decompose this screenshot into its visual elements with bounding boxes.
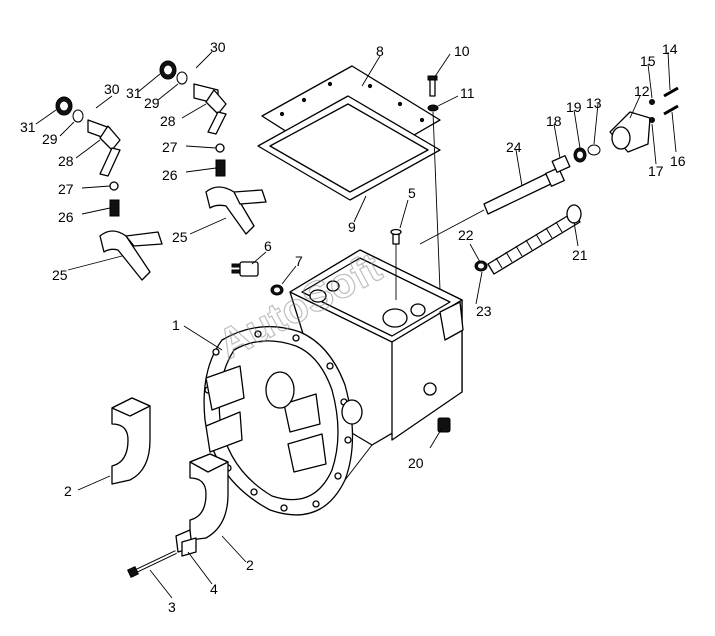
cover-washer: [427, 104, 439, 112]
callout-9: 9: [348, 219, 356, 235]
callout-31-left: 31: [20, 119, 36, 135]
callout-3: 3: [168, 599, 176, 615]
callout-14: 14: [662, 41, 678, 57]
callout-26-right: 26: [162, 167, 178, 183]
small-parts: [649, 86, 679, 123]
leader-lines: [35, 51, 677, 599]
callout-28-left: 28: [58, 153, 74, 169]
callout-7: 7: [295, 253, 303, 269]
cover-gasket: [257, 95, 441, 201]
callout-15: 15: [640, 53, 656, 69]
switch-seal: [270, 284, 284, 296]
callout-1: 1: [172, 317, 180, 333]
shift-shaft: [483, 167, 565, 215]
callout-25-right: 25: [172, 229, 188, 245]
callout-12: 12: [634, 83, 650, 99]
lock-plate: [175, 529, 197, 557]
callout-28-right: 28: [160, 113, 176, 129]
callout-24: 24: [506, 139, 522, 155]
callouts: 1 2 2 3 4 5 6 7 8 9 10 11 12 13 14 15 16…: [20, 39, 686, 615]
callout-18: 18: [546, 113, 562, 129]
callout-29-right: 29: [144, 95, 160, 111]
callout-20: 20: [408, 455, 424, 471]
callout-21: 21: [572, 247, 588, 263]
callout-23: 23: [476, 303, 492, 319]
clamp-right: [189, 453, 229, 541]
callout-29-left: 29: [42, 131, 58, 147]
worm-shaft: [487, 204, 582, 275]
callout-16: 16: [670, 153, 686, 169]
callout-31-right: 31: [126, 85, 142, 101]
neutral-switch: [231, 261, 259, 277]
callout-2-right: 2: [246, 557, 254, 573]
shaft-housing-12: [609, 111, 651, 153]
cover-bolt: [427, 75, 438, 97]
bushing-18: [551, 155, 571, 173]
callout-26-left: 26: [58, 209, 74, 225]
breather: [390, 228, 402, 245]
callout-27-left: 27: [58, 181, 74, 197]
seal-22: [474, 260, 488, 272]
callout-4: 4: [210, 581, 218, 597]
seal-19: [573, 147, 587, 163]
shift-lever-right: [159, 60, 267, 235]
bolt: [127, 550, 177, 578]
callout-11: 11: [460, 85, 475, 101]
callout-30-left: 30: [104, 81, 120, 97]
callout-5: 5: [408, 185, 416, 201]
o-ring-13: [587, 144, 601, 156]
drain-plug-20: [437, 417, 451, 433]
callout-2-left: 2: [64, 483, 72, 499]
callout-30-right: 30: [210, 39, 226, 55]
callout-10: 10: [454, 43, 470, 59]
callout-19: 19: [566, 99, 582, 115]
assembly-lines: [395, 111, 485, 300]
callout-17: 17: [648, 163, 664, 179]
callout-13: 13: [586, 95, 602, 111]
gearbox-housing: [203, 249, 464, 516]
callout-6: 6: [264, 238, 272, 254]
callout-25-left: 25: [52, 267, 68, 283]
clamp-left: [111, 397, 151, 485]
callout-27-right: 27: [162, 139, 178, 155]
shift-lever-left: [55, 96, 163, 281]
callout-8: 8: [376, 43, 384, 59]
callout-22: 22: [458, 227, 474, 243]
